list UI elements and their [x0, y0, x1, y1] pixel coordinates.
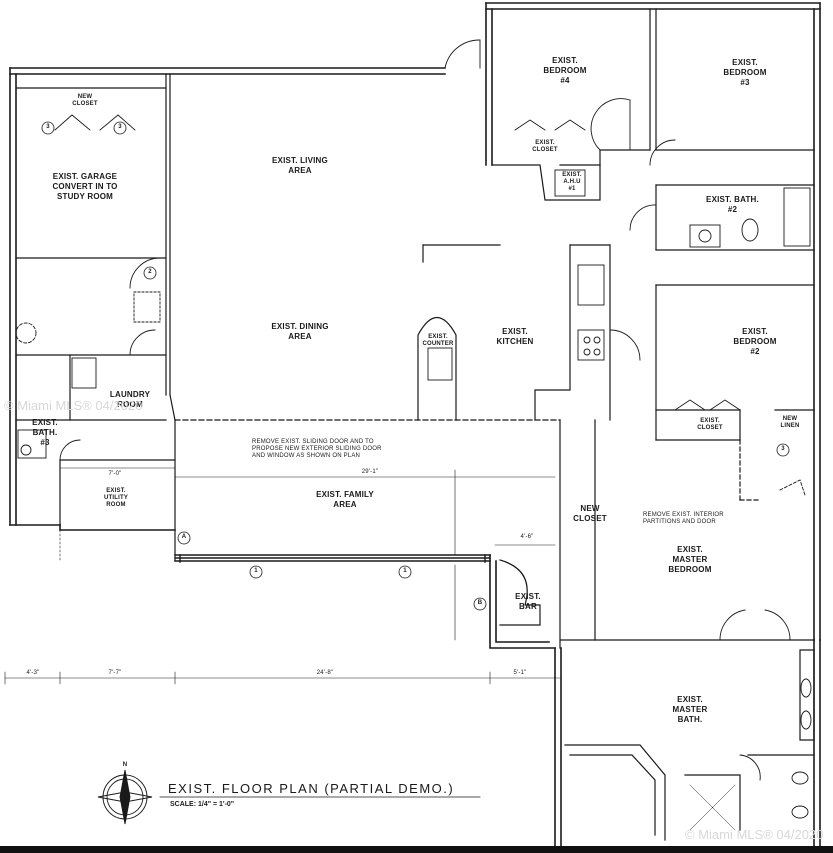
- room-closet-2: EXIST. CLOSET: [697, 418, 723, 431]
- room-bar: EXIST. BAR: [515, 592, 541, 611]
- room-new-closet-master: NEW CLOSET: [573, 504, 607, 523]
- note-sliding-door: REMOVE EXIST. SLIDING DOOR AND TO PROPOS…: [252, 439, 382, 459]
- dimension-24-8: 24'-8": [316, 670, 334, 676]
- room-bedroom-2: EXIST. BEDROOM #2: [733, 327, 777, 356]
- room-bedroom-3: EXIST. BEDROOM #3: [723, 58, 767, 87]
- room-ahu: EXIST. A.H.U #1: [562, 172, 582, 192]
- tag-3-a: 3: [46, 124, 50, 130]
- doors: [54, 39, 791, 781]
- room-family: EXIST. FAMILY AREA: [316, 490, 374, 509]
- tag-3-b: 3: [118, 124, 122, 130]
- tag-1-a: 1: [254, 568, 258, 574]
- tag-2: 2: [148, 269, 152, 275]
- dimension-4-6: 4'-6": [520, 534, 534, 540]
- plan-scale: SCALE: 1/4" = 1'-0": [170, 801, 235, 808]
- dimension-7-0: 7'-0": [108, 471, 122, 477]
- north-letter: N: [122, 762, 128, 768]
- dimension-lines: [4, 467, 561, 685]
- room-new-linen: NEW LINEN: [780, 416, 800, 429]
- note-interior-partitions: REMOVE EXIST. INTERIOR PARTITIONS AND DO…: [643, 512, 724, 525]
- tag-b: B: [477, 600, 483, 606]
- room-bath-3: EXIST. BATH. #3: [32, 418, 58, 447]
- watermark-left: © Miami MLS® 04/2020: [4, 398, 143, 413]
- room-closet-4: EXIST. CLOSET: [532, 140, 558, 153]
- dimension-7-7: 7'-7": [108, 670, 122, 676]
- dimension-4-3: 4'-3": [26, 670, 40, 676]
- tag-a: A: [181, 534, 187, 540]
- room-new-closet-top: NEW CLOSET: [72, 94, 98, 107]
- room-counter: EXIST. COUNTER: [422, 334, 454, 347]
- north-arrow: [97, 769, 153, 825]
- sliding-door-line: [174, 554, 491, 563]
- dimension-29-1: 29'-1": [361, 469, 379, 475]
- room-dining: EXIST. DINING AREA: [271, 322, 329, 341]
- tag-circles: [41, 121, 790, 611]
- room-master-bath: EXIST. MASTER BATH.: [672, 695, 708, 724]
- bottom-border-bar: [0, 846, 833, 853]
- dimension-5-1: 5'-1": [513, 670, 527, 676]
- plan-title: EXIST. FLOOR PLAN (PARTIAL DEMO.): [168, 781, 455, 796]
- room-garage: EXIST. GARAGE CONVERT IN TO STUDY ROOM: [52, 172, 118, 201]
- tag-1-b: 1: [403, 568, 407, 574]
- room-kitchen: EXIST. KITCHEN: [496, 327, 534, 346]
- room-utility: EXIST. UTILITY ROOM: [103, 488, 129, 508]
- room-laundry: LAUNDRY ROOM: [109, 390, 151, 409]
- watermark-bottom-right: © Miami MLS® 04/2020: [685, 827, 824, 842]
- room-living: EXIST. LIVING AREA: [272, 156, 328, 175]
- room-bath-2: EXIST. BATH. #2: [706, 195, 759, 214]
- fixtures: [15, 169, 812, 831]
- tag-3-c: 3: [781, 446, 785, 452]
- interior-walls: [15, 8, 815, 841]
- room-bedroom-4: EXIST. BEDROOM #4: [543, 56, 587, 85]
- room-master-bedroom: EXIST. MASTER BEDROOM: [668, 545, 712, 574]
